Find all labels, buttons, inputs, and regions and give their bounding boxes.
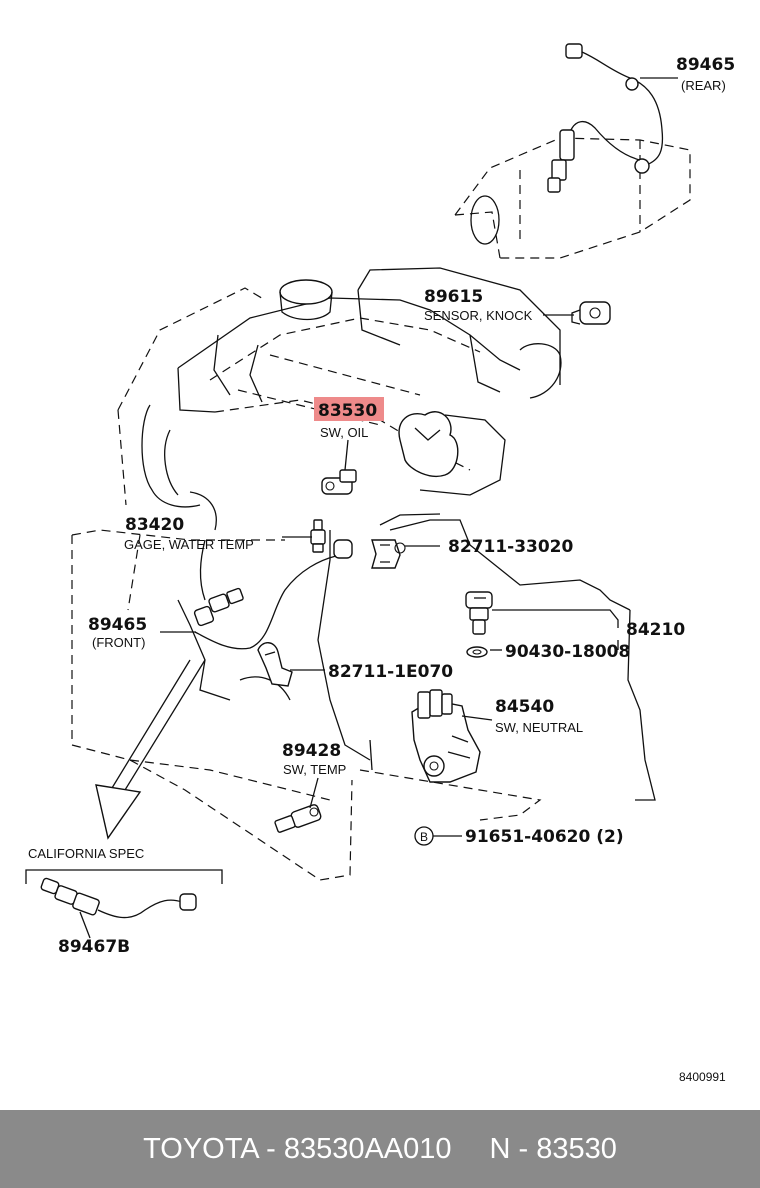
neutral-start-switch[interactable]	[411, 689, 481, 783]
temp-switch-89428[interactable]	[274, 804, 322, 833]
bolt-marker-label: B	[420, 830, 428, 844]
highlight-83530	[314, 397, 384, 421]
part-footer-bar: TOYOTA - 83530AA010 N - 83530	[0, 1110, 760, 1188]
label-rear: (REAR)	[681, 78, 726, 93]
arrow-to-california-spec	[95, 659, 206, 840]
footer-catalog-number: N - 83530	[489, 1132, 617, 1165]
label-89428: 89428	[282, 741, 341, 761]
label-gage-water-temp: GAGE, WATER TEMP	[124, 537, 254, 552]
leader-84540	[461, 715, 493, 721]
diagram-reference-number: 8400991	[679, 1070, 726, 1084]
california-spec-bracket	[25, 869, 223, 884]
exhaust-converter-outline	[454, 137, 691, 259]
label-82711-1e070: 82711-1E070	[328, 662, 453, 682]
leader-89428	[309, 777, 319, 809]
engine-block-outline	[71, 267, 656, 881]
label-84210: 84210	[626, 620, 685, 640]
bolt-marker-b: B	[414, 826, 434, 846]
california-oxygen-sensor[interactable]	[40, 877, 197, 919]
leader-83420-dashed	[127, 534, 141, 611]
label-82711-33020: 82711-33020	[448, 537, 574, 557]
parts-diagram: B 89465 (REAR) 89615 SENSOR, KNOCK 83530…	[25, 43, 735, 1084]
label-89465-front: 89465	[88, 615, 147, 635]
clip-82711-1e070[interactable]	[257, 642, 293, 687]
label-91651-40620: 91651-40620 (2)	[465, 827, 624, 847]
water-temp-gage-sensor[interactable]	[310, 519, 326, 553]
knock-sensor[interactable]	[571, 301, 611, 325]
gasket-90430[interactable]	[466, 646, 488, 658]
label-sw-neutral: SW, NEUTRAL	[495, 720, 583, 735]
label-83420: 83420	[125, 515, 184, 535]
label-california-spec: CALIFORNIA SPEC	[28, 846, 144, 861]
leader-89467b	[79, 911, 91, 939]
label-89465-rear: 89465	[676, 55, 735, 75]
label-89615: 89615	[424, 287, 483, 307]
label-83530[interactable]: 83530	[318, 401, 377, 421]
label-sw-temp: SW, TEMP	[283, 762, 346, 777]
leader-84210	[492, 609, 619, 628]
front-oxygen-sensor[interactable]	[193, 539, 353, 650]
leader-83530	[344, 439, 349, 471]
label-90430-18008: 90430-18008	[505, 642, 630, 662]
clip-82711-33020[interactable]	[371, 539, 406, 569]
label-front: (FRONT)	[92, 635, 145, 650]
rear-oxygen-sensor[interactable]	[547, 43, 664, 193]
footer-part-number: TOYOTA - 83530AA010	[143, 1132, 452, 1165]
label-84540: 84540	[495, 697, 554, 717]
label-sw-oil: SW, OIL	[320, 425, 368, 440]
label-knock-sensor: SENSOR, KNOCK	[424, 308, 533, 323]
label-89467b: 89467B	[58, 937, 130, 957]
switch-84210[interactable]	[465, 591, 493, 635]
oil-pressure-switch[interactable]	[321, 469, 357, 495]
